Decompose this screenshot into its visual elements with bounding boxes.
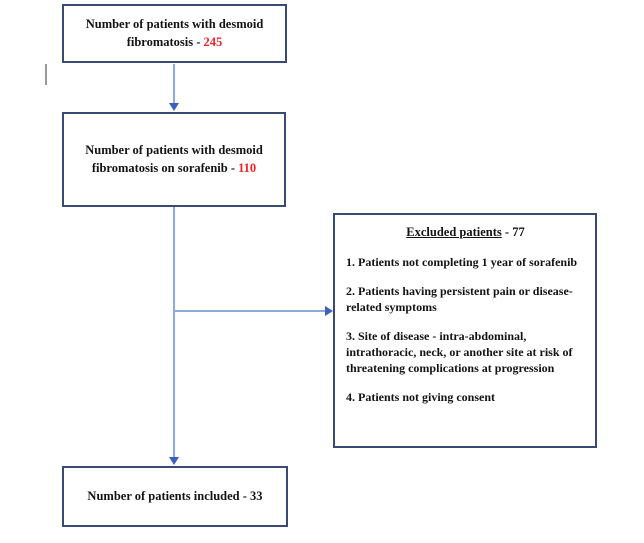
box-sorafenib-patients: Number of patients with desmoid fibromat…: [62, 112, 286, 207]
excluded-item-2: 2. Patients having persistent pain or di…: [346, 283, 573, 314]
stray-cursor-mark: [45, 64, 47, 85]
connector-sorafenib-to-included: [173, 207, 175, 458]
box-total-patients: Number of patients with desmoid fibromat…: [62, 4, 287, 63]
box-sorafenib-line2: fibromatosis on sorafenib -: [91, 160, 239, 175]
excluded-heading: Excluded patients - 77: [346, 224, 585, 241]
arrowhead-right-icon: [325, 306, 333, 316]
box-total-value: 245: [203, 34, 223, 49]
box-total-line1: Number of patients with desmoid: [85, 16, 264, 31]
box-sorafenib-text: Number of patients with desmoid fibromat…: [85, 142, 263, 178]
box-total-text: Number of patients with desmoid fibromat…: [86, 16, 264, 52]
arrowhead-down-icon: [169, 457, 179, 465]
excluded-heading-count: - 77: [501, 225, 525, 239]
arrowhead-down-icon: [169, 103, 179, 111]
connector-branch-to-excluded: [174, 310, 325, 312]
connector-total-to-sorafenib: [173, 64, 175, 105]
box-included-patients: Number of patients included - 33: [62, 466, 288, 527]
box-sorafenib-value: 110: [238, 160, 257, 175]
excluded-item-1: 1. Patients not completing 1 year of sor…: [346, 254, 578, 269]
box-excluded-patients: Excluded patients - 77 1. Patients not c…: [333, 213, 597, 448]
box-total-line2: fibromatosis -: [126, 34, 204, 49]
box-sorafenib-line1: Number of patients with desmoid: [85, 142, 263, 157]
box-included-text: Number of patients included - 33: [87, 488, 263, 503]
excluded-heading-title: Excluded patients: [406, 225, 502, 239]
excluded-item-3: 3. Site of disease - intra-abdominal, in…: [346, 328, 573, 376]
excluded-item-4: 4. Patients not giving consent: [346, 390, 496, 405]
